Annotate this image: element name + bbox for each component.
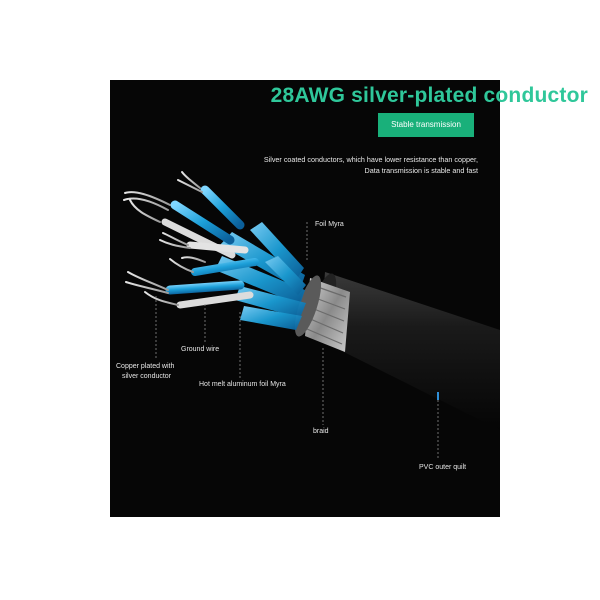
page-title: 28AWG silver-plated conductor <box>270 84 588 107</box>
label-foil-myra: Foil Myra <box>315 221 344 228</box>
stable-transmission-badge: Stable transmission <box>378 113 474 137</box>
silver-strands <box>123 171 206 306</box>
label-braid: braid <box>313 428 329 435</box>
label-hot-melt-foil: Hot melt aluminum foil Myra <box>199 381 286 388</box>
description-line-1: Silver coated conductors, which have low… <box>263 155 478 164</box>
description-line-2: Data transmission is stable and fast <box>364 166 478 175</box>
label-copper-line-1: Copper plated with <box>116 363 175 370</box>
label-ground-wire: Ground wire <box>181 346 220 353</box>
label-pvc-outer: PVC outer quilt <box>419 464 467 471</box>
conductor-pairs <box>161 185 259 309</box>
pvc-jacket <box>320 272 500 430</box>
label-copper-line-2: silver conductor <box>122 373 172 380</box>
leader-lines <box>155 222 439 460</box>
